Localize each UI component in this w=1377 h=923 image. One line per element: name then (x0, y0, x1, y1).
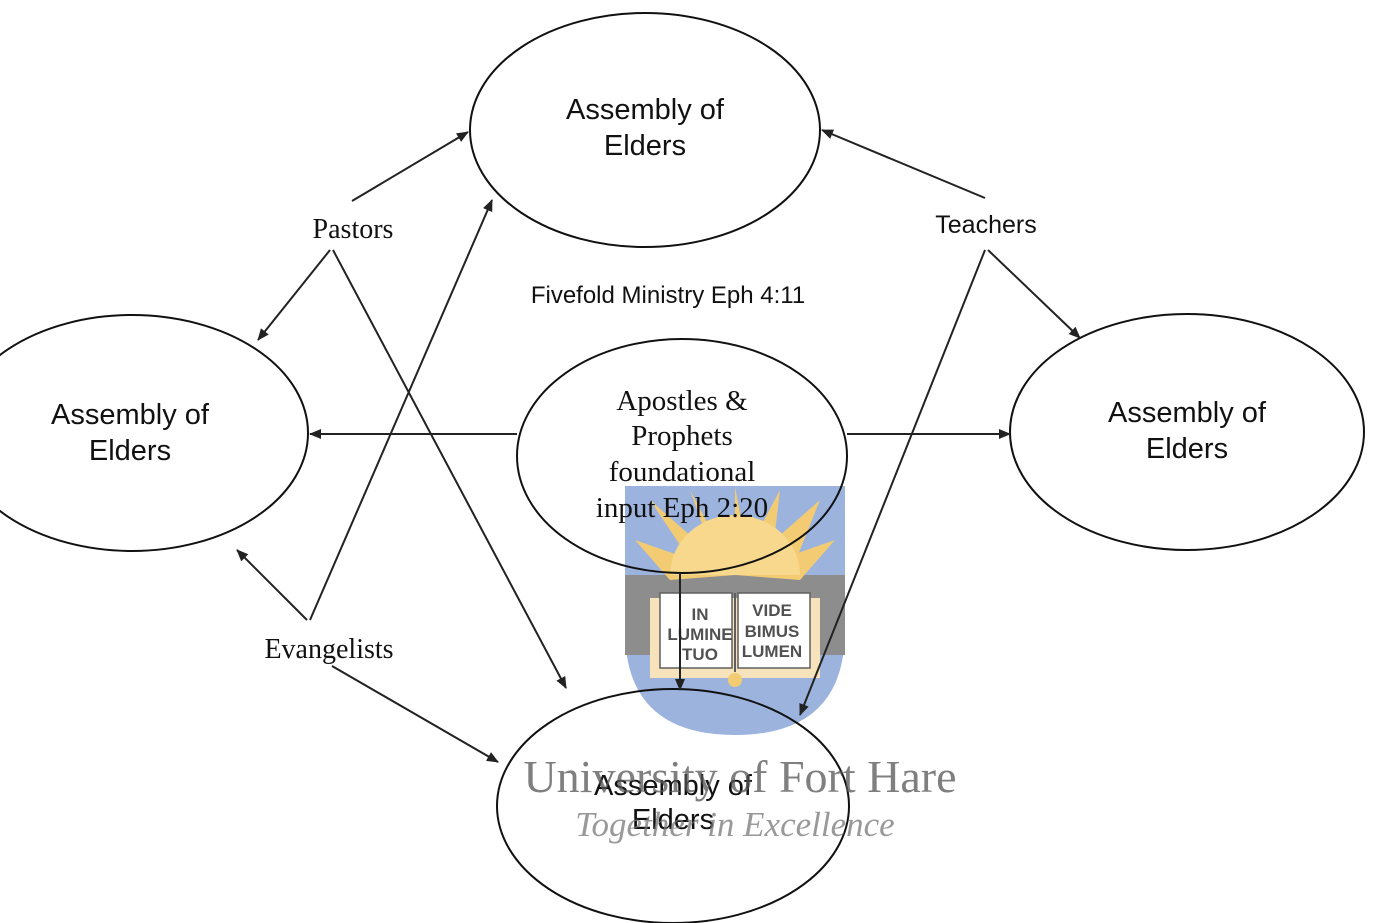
crest-motto-line-6: LUMEN (742, 642, 802, 661)
node-top-label-1: Assembly of (566, 94, 725, 126)
watermark-institution: University of Fort Hare (523, 751, 956, 802)
crest-motto-line-4: VIDE (752, 601, 792, 620)
center-label-4: input Eph 2:20 (596, 492, 768, 524)
crest-sun (670, 515, 800, 575)
arrow-evangelists-to-top (309, 199, 493, 621)
role-label-pastors: Pastors (313, 214, 394, 245)
center-label-2: Prophets (631, 420, 733, 452)
node-right-label-1: Assembly of (1108, 397, 1267, 429)
node-left-label-1: Assembly of (51, 399, 210, 431)
arrow-teachers-to-right (987, 249, 1081, 339)
role-label-evangelists: Evangelists (264, 634, 393, 665)
crest-motto-line-2: LUMINE (667, 625, 732, 644)
connector-arrows (236, 129, 1081, 763)
node-center-ellipse (516, 338, 848, 574)
arrow-pastors-to-left (257, 249, 331, 341)
node-right-ellipse (1009, 313, 1365, 551)
arrow-evangelists-to-bottom (331, 665, 499, 763)
arrow-pastors-to-top (351, 131, 469, 202)
node-left-label-2: Elders (89, 435, 171, 467)
node-top-ellipse (469, 12, 821, 248)
crest-motto-line-3: TUO (682, 645, 718, 664)
crest-motto-line-5: BIMUS (745, 622, 800, 641)
node-bottom-label-2: Elders (632, 804, 714, 836)
watermark-motto: Together in Excellence (575, 805, 894, 844)
center-label-3: foundational (609, 456, 756, 488)
arrow-pastors-to-bottom (332, 249, 567, 689)
crest-motto-line-1: IN (692, 605, 709, 624)
role-label-teachers: Teachers (935, 211, 1036, 239)
arrow-teachers-to-top (821, 129, 986, 199)
diagram-title: Fivefold Ministry Eph 4:11 (531, 282, 805, 309)
center-label-1: Apostles & (616, 385, 748, 417)
node-bottom-ellipse (496, 688, 850, 923)
node-top-label-2: Elders (604, 130, 686, 162)
node-left-ellipse (0, 314, 309, 552)
arrow-teachers-to-bottom (799, 249, 986, 716)
arrow-evangelists-to-left (236, 549, 308, 621)
crest-book (650, 592, 820, 687)
node-bottom-label-1: Assembly of (594, 770, 753, 802)
node-right-label-2: Elders (1146, 433, 1228, 465)
